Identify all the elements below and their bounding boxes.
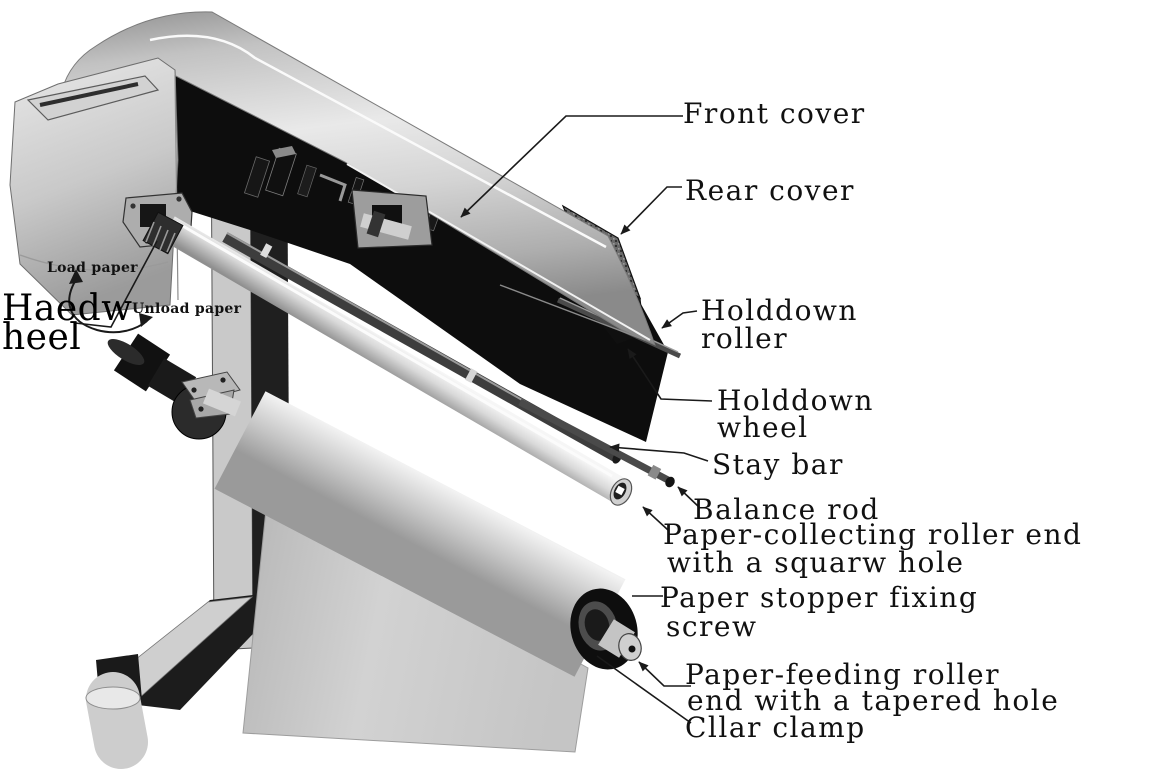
label-holddown-wheel-2: wheel	[717, 411, 809, 444]
load-direction-arrow	[68, 269, 153, 334]
label-paper-collecting-2: with a squarw hole	[667, 546, 964, 579]
label-front-cover: Front cover	[683, 97, 866, 130]
label-load-paper: Load paper	[47, 260, 138, 276]
label-holddown-roller-2: roller	[701, 322, 788, 355]
label-collar-clamp: Cllar clamp	[685, 711, 866, 744]
label-rear-cover: Rear cover	[685, 174, 855, 207]
label-hand-wheel-1: Haedw	[2, 288, 133, 329]
leader-collar-clamp	[596, 655, 692, 724]
label-paper-stopper-1: Paper stopper fixing	[660, 581, 978, 614]
leader-paper-feeding	[638, 661, 691, 687]
leader-holddown-roller	[661, 310, 698, 329]
front-cover-shape	[61, 11, 656, 346]
balance-rod-shape	[518, 398, 675, 488]
label-paper-collecting-1: Paper-collecting roller end	[663, 518, 1082, 551]
roll-holder-clamp	[107, 333, 242, 440]
unload-arrowhead-icon	[139, 313, 153, 327]
left-end-cap	[9, 57, 179, 316]
label-balance-rod: Balance rod	[693, 493, 880, 526]
leader-hand-wheel	[74, 240, 158, 328]
cover-seam-highlight	[149, 34, 607, 249]
leader-paper-collecting	[642, 506, 669, 531]
leader-balance-rod	[677, 486, 701, 509]
paper-roll	[214, 391, 642, 677]
leader-stay-bar	[609, 443, 709, 462]
label-stay-bar: Stay bar	[712, 448, 844, 481]
label-holddown-wheel-1: Holddown	[717, 384, 874, 417]
stand-foot	[85, 654, 148, 769]
label-paper-stopper-2: screw	[666, 610, 757, 643]
leader-holddown-wheel	[627, 348, 713, 402]
leader-lines	[74, 115, 713, 724]
label-paper-feeding-2: end with a tapered hole	[687, 684, 1059, 717]
paper-collecting-roller-shape	[142, 211, 633, 506]
label-hand-wheel-2: heel	[2, 317, 81, 358]
leader-rear-cover	[620, 186, 682, 235]
load-arrowhead-icon	[69, 269, 83, 284]
tapered-hole	[628, 645, 636, 653]
label-unload-paper: Unload paper	[132, 301, 242, 317]
square-hole	[615, 485, 625, 496]
leader-front-cover	[460, 115, 683, 218]
label-holddown-roller-1: Holddown	[701, 294, 858, 327]
labels: Front cover Rear cover Holddown roller H…	[2, 97, 1082, 744]
label-paper-feeding-1: Paper-feeding roller	[685, 658, 1000, 691]
